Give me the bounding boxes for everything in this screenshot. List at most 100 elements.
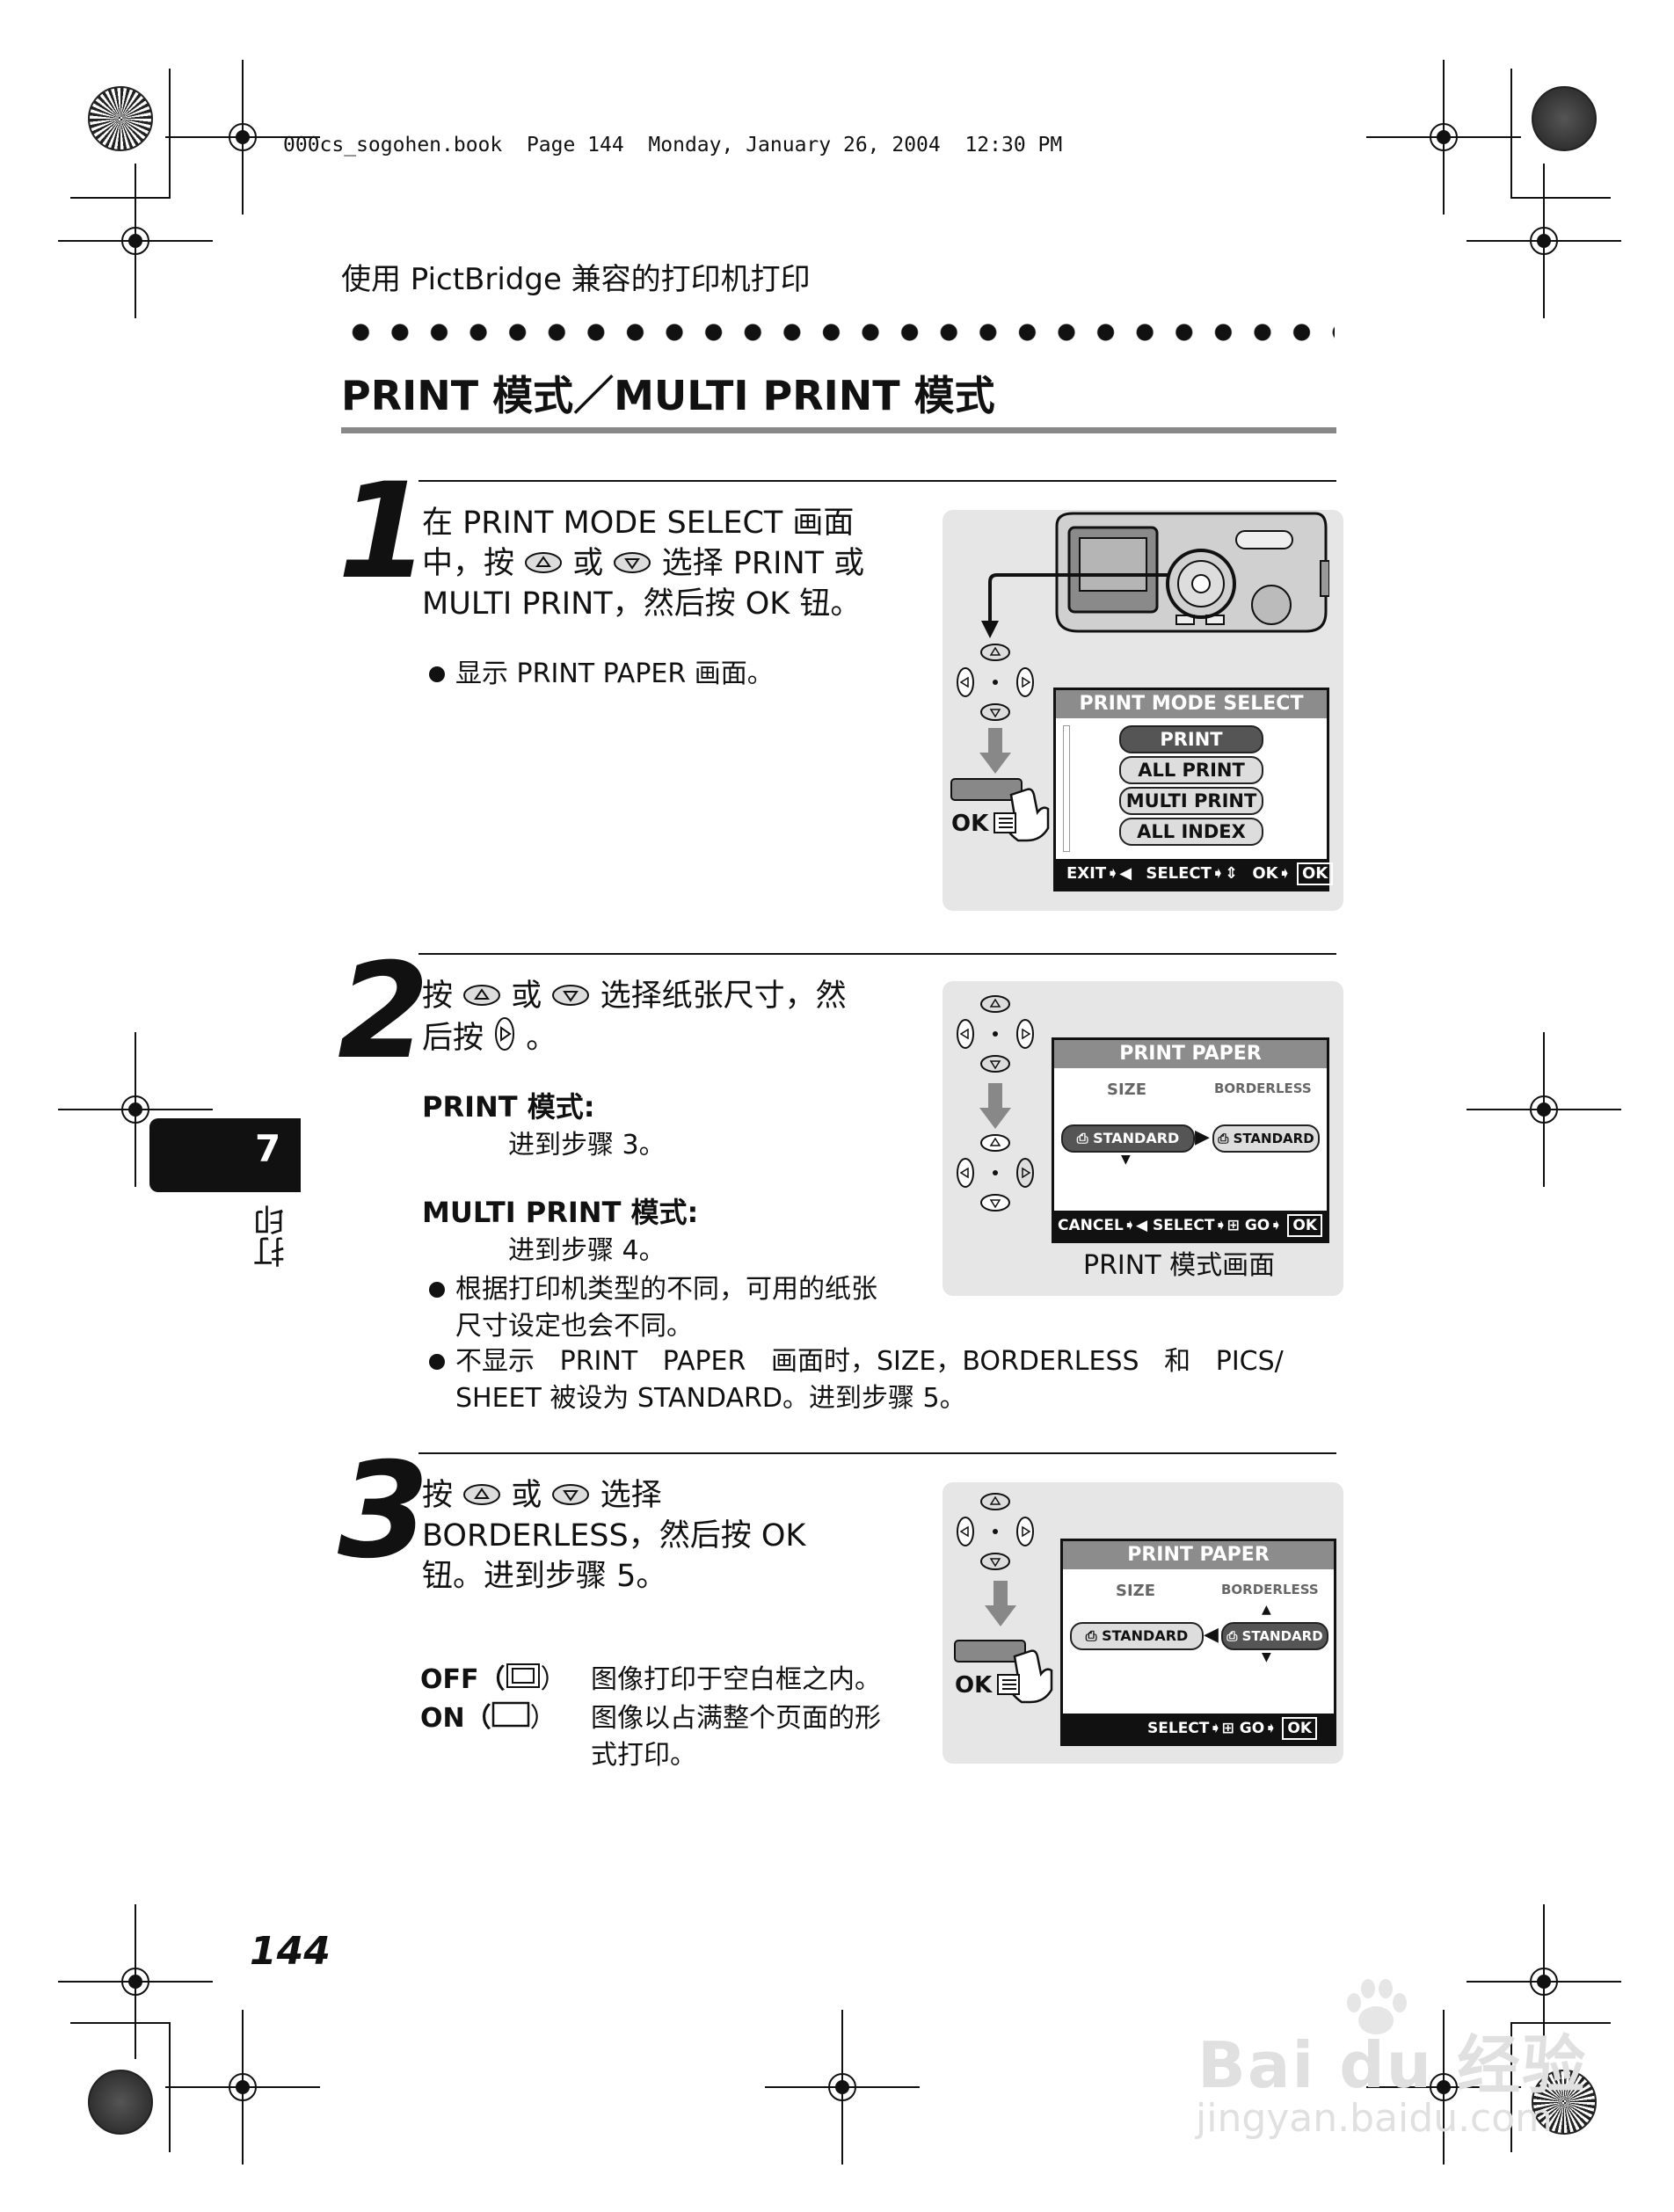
step-1-bullet-text: 显示 PRINT PAPER 画面。	[455, 659, 774, 689]
step-2-bullet-2-line-1: 不显示 PRINT PAPER 画面时，SIZE，BORDERLESS 和 PI…	[455, 1346, 1284, 1377]
step-2-number: 2	[338, 935, 429, 1088]
arrow-icon: ➧◀	[1106, 864, 1132, 883]
arrow-icon: ➧⊞	[1209, 1720, 1234, 1737]
off-option: OFF（）	[420, 1662, 567, 1699]
crop-box-bottom-left	[70, 2022, 171, 2152]
lcd-title: PRINT PAPER	[1054, 1040, 1327, 1068]
screen-caption: PRINT 模式画面	[1083, 1250, 1276, 1281]
step-2-divider	[418, 953, 1336, 955]
crosshair-mark	[165, 60, 320, 215]
ok-label: OK	[951, 811, 989, 837]
up-button-icon	[462, 1476, 501, 1517]
registration-seal-top-left	[88, 86, 153, 151]
down-button-icon	[551, 1476, 590, 1517]
printer-icon: ⎙	[1085, 1627, 1097, 1644]
lcd-print-paper-size: PRINT PAPER SIZE BORDERLESS ⎙ STANDARD ▶…	[1052, 1037, 1329, 1243]
chapter-tab	[149, 1118, 301, 1192]
dpad-icon	[957, 1493, 1034, 1570]
arrow-icon: ➧	[1277, 864, 1292, 883]
down-indicator-icon: ▼	[1121, 1153, 1131, 1167]
borderless-image-icon	[491, 1701, 530, 1738]
registration-seal-bottom-left	[88, 2070, 153, 2135]
option-multi-print[interactable]: MULTI PRINT	[1119, 787, 1263, 815]
lcd-print-paper-borderless: PRINT PAPER SIZE BORDERLESS ▲ ⎙ STANDARD…	[1060, 1539, 1336, 1746]
print-mode-text: 进到步骤 3。	[508, 1130, 666, 1161]
dotted-rule	[341, 322, 1335, 343]
page-number: 144	[250, 1929, 331, 1974]
crosshair-mark	[58, 1904, 213, 2059]
option-all-print[interactable]: ALL PRINT	[1119, 756, 1263, 784]
column-borderless: BORDERLESS	[1221, 1582, 1319, 1597]
up-indicator-icon: ▲	[1262, 1603, 1271, 1617]
right-button-icon	[493, 1016, 516, 1062]
crosshair-mark	[58, 1032, 213, 1187]
borderless-value[interactable]: ⎙ STANDARD	[1221, 1622, 1328, 1650]
arrow-icon: ➧	[1270, 1217, 1283, 1234]
on-option: ON（）	[420, 1700, 557, 1738]
paw-logo-icon	[1347, 1979, 1407, 2034]
step-1-line-2: 中，按 或 选择 PRINT 或	[422, 543, 864, 585]
crosshair-mark	[165, 2010, 320, 2165]
crosshair-mark	[1366, 60, 1521, 215]
watermark-url: jingyan.baidu.com	[1196, 2096, 1554, 2141]
down-indicator-icon: ▼	[1262, 1650, 1271, 1664]
column-borderless: BORDERLESS	[1214, 1081, 1312, 1096]
step-1-line-3: MULTI PRINT，然后按 OK 钮。	[422, 586, 862, 622]
step-3-line-1: 按 或 选择	[422, 1475, 662, 1517]
crop-box-top-right	[1510, 69, 1611, 199]
printer-icon: ⎙	[1076, 1130, 1088, 1146]
down-arrow-icon	[979, 728, 1011, 774]
section-title: 使用 PictBridge 兼容的打印机打印	[341, 262, 811, 297]
crosshair-mark	[1366, 2010, 1521, 2165]
arrow-icon: ➧	[1264, 1720, 1277, 1737]
menu-list-icon	[993, 812, 1016, 833]
scrollbar[interactable]	[1063, 725, 1070, 852]
lcd-footer: SELECT➧⊞ GO➧ OK	[1063, 1714, 1334, 1743]
crosshair-mark	[1467, 164, 1621, 318]
crosshair-mark	[1467, 1032, 1621, 1187]
chapter-number: 7	[255, 1127, 281, 1170]
registration-seal-top-right	[1532, 86, 1597, 151]
on-description-line-2: 式打印。	[591, 1740, 696, 1771]
arrow-icon: ➧⊞	[1214, 1217, 1240, 1234]
step-2-bullet-2-line-2: SHEET 被设为 STANDARD。进到步骤 5。	[455, 1383, 966, 1414]
down-button-icon	[613, 544, 651, 585]
crosshair-mark	[58, 164, 213, 318]
dpad-icon	[957, 1134, 1034, 1212]
bullet	[429, 1354, 445, 1370]
printer-icon: ⎙	[1226, 1628, 1238, 1644]
step-1-number: 1	[338, 455, 429, 608]
lcd-footer: CANCEL➧◀ SELECT➧⊞ GO➧ OK	[1054, 1211, 1327, 1241]
crosshair-mark	[1467, 1904, 1621, 2059]
dpad-icon	[957, 995, 1034, 1073]
heading-underline	[341, 427, 1336, 433]
arrow-icon: ➧◀	[1123, 1217, 1148, 1234]
page-heading: PRINT 模式／MULTI PRINT 模式	[341, 372, 995, 419]
step-1-line-1: 在 PRINT MODE SELECT 画面	[422, 506, 855, 541]
watermark-brand: Bai du 经验	[1197, 2028, 1588, 2102]
lcd-print-mode-select: PRINT MODE SELECT PRINT ALL PRINT MULTI …	[1053, 688, 1334, 891]
step-3-line-2: BORDERLESS，然后按 OK	[422, 1518, 806, 1553]
borderless-value[interactable]: ⎙ STANDARD	[1212, 1124, 1320, 1153]
bullet	[429, 666, 445, 682]
step-2-bullet-1-line-2: 尺寸设定也会不同。	[455, 1311, 693, 1342]
chapter-label: 打印	[254, 1204, 290, 1268]
lcd-footer: EXIT➧◀ SELECT➧⇕ OK➧ OK	[1056, 859, 1334, 889]
framed-image-icon	[506, 1663, 541, 1699]
option-all-index[interactable]: ALL INDEX	[1119, 818, 1263, 846]
camera-dpad-highlight	[1166, 549, 1236, 619]
step-3-line-3: 钮。进到步骤 5。	[422, 1559, 667, 1594]
arrow-icon: ➧⇕	[1211, 864, 1239, 883]
on-description-line-1: 图像以占满整个页面的形	[591, 1703, 881, 1734]
multi-print-mode-label: MULTI PRINT 模式:	[422, 1196, 699, 1229]
option-print[interactable]: PRINT	[1119, 725, 1263, 753]
up-button-icon	[524, 544, 563, 585]
column-size: SIZE	[1116, 1582, 1156, 1600]
book-info-line: 000cs_sogohen.book Page 144 Monday, Janu…	[283, 134, 1063, 156]
bullet	[429, 1282, 445, 1298]
dpad-icon	[957, 644, 1034, 721]
down-arrow-icon	[979, 1083, 1011, 1129]
size-value[interactable]: ⎙ STANDARD	[1070, 1622, 1204, 1650]
off-description: 图像打印于空白框之内。	[591, 1664, 881, 1695]
size-value[interactable]: ⎙ STANDARD	[1061, 1124, 1195, 1153]
